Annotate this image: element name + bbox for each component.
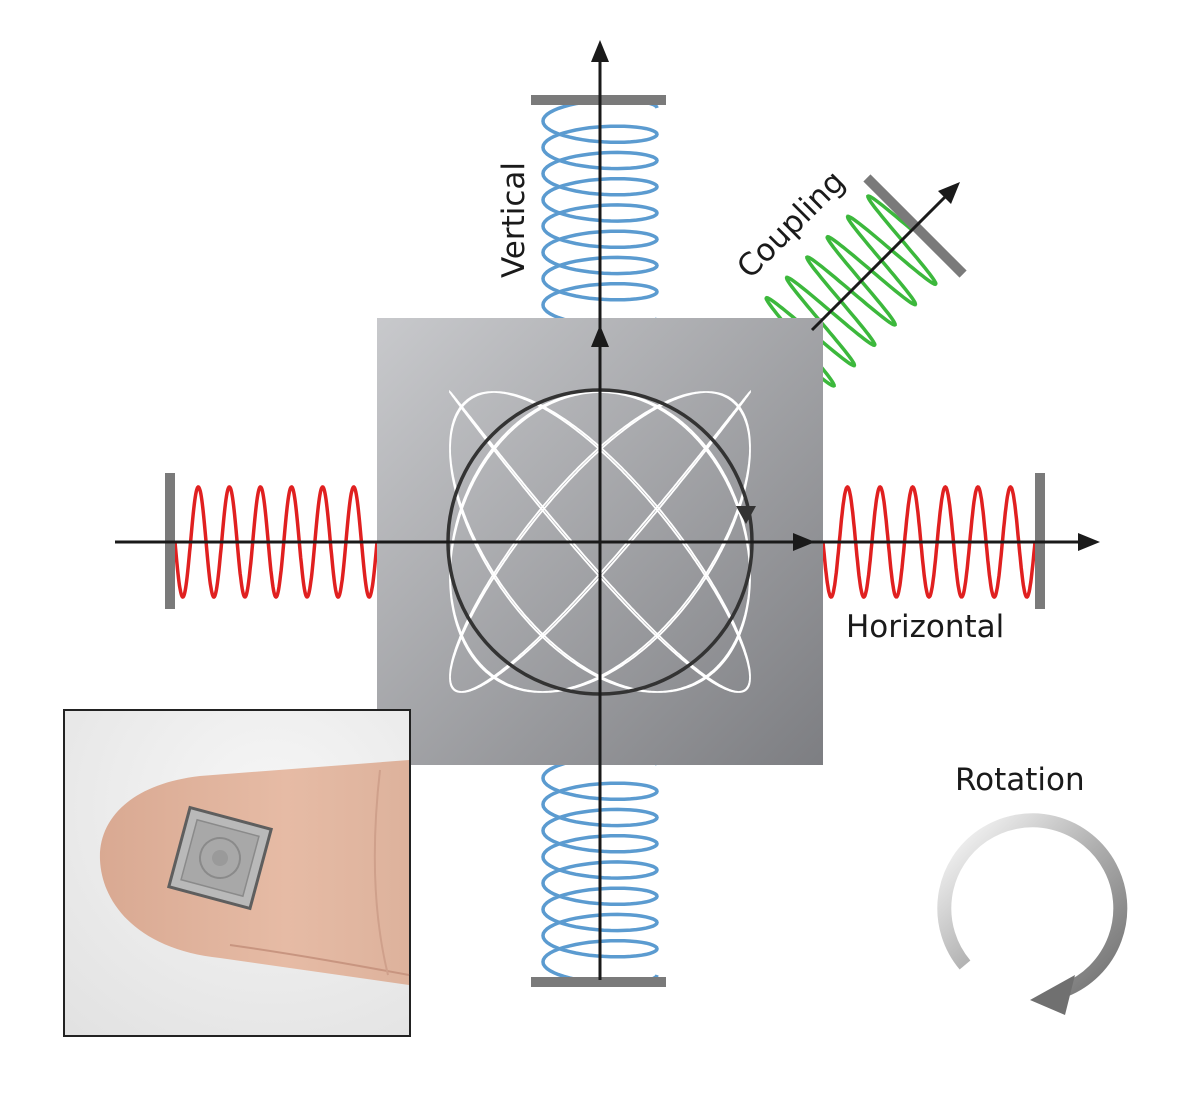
coupling-label: Coupling [730,164,852,286]
coupling-arrow-icon [938,182,960,204]
orbit-arrow-icon [736,506,756,524]
vertical-label: Vertical [496,162,532,278]
coupling-axis [810,195,947,332]
horizontal-label: Horizontal [846,609,1004,645]
vertical-arrow-icon [591,40,609,62]
rotation-label: Rotation [955,762,1085,798]
vertical-spring-top [541,98,659,328]
rotation-arrow-icon [937,813,1128,1015]
inner-vertical-arrow-icon [591,325,609,347]
horizontal-arrow-icon [1078,533,1100,551]
horizontal-spring-right [821,484,1037,600]
horizontal-spring-left [173,484,379,600]
inner-horizontal-arrow-icon [793,533,815,551]
chip-icon [166,805,274,911]
axis-arrowheads [591,40,1100,551]
anchor-plate-bottom [531,977,666,987]
inset-photo [63,709,411,1037]
vertical-spring-bottom [541,755,659,985]
axes [115,60,1085,980]
